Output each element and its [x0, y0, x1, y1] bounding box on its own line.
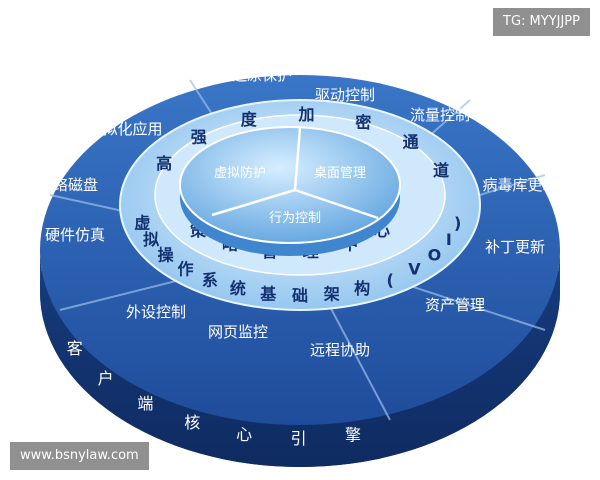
outer-segment-label: 虚拟化应用	[87, 120, 162, 138]
ring-lower-char: 础	[292, 286, 308, 305]
ring-lower-char: 操	[158, 246, 175, 265]
core-segment-label: 虚拟防护	[214, 165, 266, 181]
ring-lower-char: 作	[177, 259, 193, 278]
ring-lower-text: 虚拟操作系统基础架构 ( VOI)	[134, 213, 461, 305]
rim-label-char: 客	[67, 339, 83, 358]
rim-label-char: 核	[184, 413, 200, 432]
ring-lower-char: 基	[259, 284, 277, 303]
core-segment-label: 行为控制	[269, 211, 321, 226]
outer-segment-label: 补丁更新	[485, 238, 545, 256]
ring-lower-char: )	[454, 213, 461, 232]
ring-lower-char: 架	[323, 284, 340, 303]
ring-upper-char: 通	[403, 133, 419, 152]
ring-lower-char: 构	[354, 279, 370, 298]
core-dividers	[211, 127, 379, 220]
outer-segment-label: 还原保护	[232, 66, 292, 84]
watermark-bottom-left: www.bsnylaw.com	[10, 442, 149, 470]
outer-segment-label: 网页监控	[208, 323, 268, 341]
ring-upper-char: 高	[156, 154, 172, 173]
outer-segment-label: 外设控制	[126, 303, 186, 321]
outer-segment-label: 流量控制	[410, 106, 470, 124]
ring-lower-char: O	[428, 246, 442, 265]
ring-lower-char: V	[408, 259, 421, 278]
ring-lower-char: I	[446, 230, 452, 249]
outer-segment-label: 网络磁盘	[38, 176, 98, 194]
outer-segment-label: 硬件仿真	[45, 226, 105, 244]
ring-upper-char: 密	[354, 113, 371, 132]
rim-label-char: 户	[98, 369, 114, 388]
core-top	[179, 126, 401, 244]
rim-label-char: 引	[290, 429, 306, 448]
outer-segment-label: 病毒库更新	[482, 176, 557, 194]
outer-segment-label: 驱动控制	[315, 86, 375, 104]
ring-upper-text: 高强 度 加 密通道	[156, 105, 449, 180]
outer-segment-label: 资产管理	[425, 296, 485, 314]
ring-upper-char: 道	[433, 161, 449, 180]
ring-upper-char: 加	[297, 105, 314, 124]
rim-label-char: 心	[236, 425, 252, 444]
rim-label-char: 擎	[345, 425, 361, 444]
ring-lower-char: 统	[230, 279, 246, 298]
core-segment-label: 桌面管理	[314, 166, 366, 181]
ring-lower-char: 系	[202, 271, 218, 290]
ring-lower-char: 拟	[143, 230, 159, 249]
ring-upper-char: 强	[191, 127, 207, 146]
ring-upper-char: 度	[241, 110, 258, 129]
outer-segment-label: 远程协助	[310, 341, 370, 359]
ring-lower-char: 虚	[134, 213, 150, 232]
ring-lower-char: (	[386, 271, 393, 290]
rim-label-char: 端	[137, 394, 153, 413]
watermark-top-right: TG: MYYJJPP	[493, 8, 590, 36]
